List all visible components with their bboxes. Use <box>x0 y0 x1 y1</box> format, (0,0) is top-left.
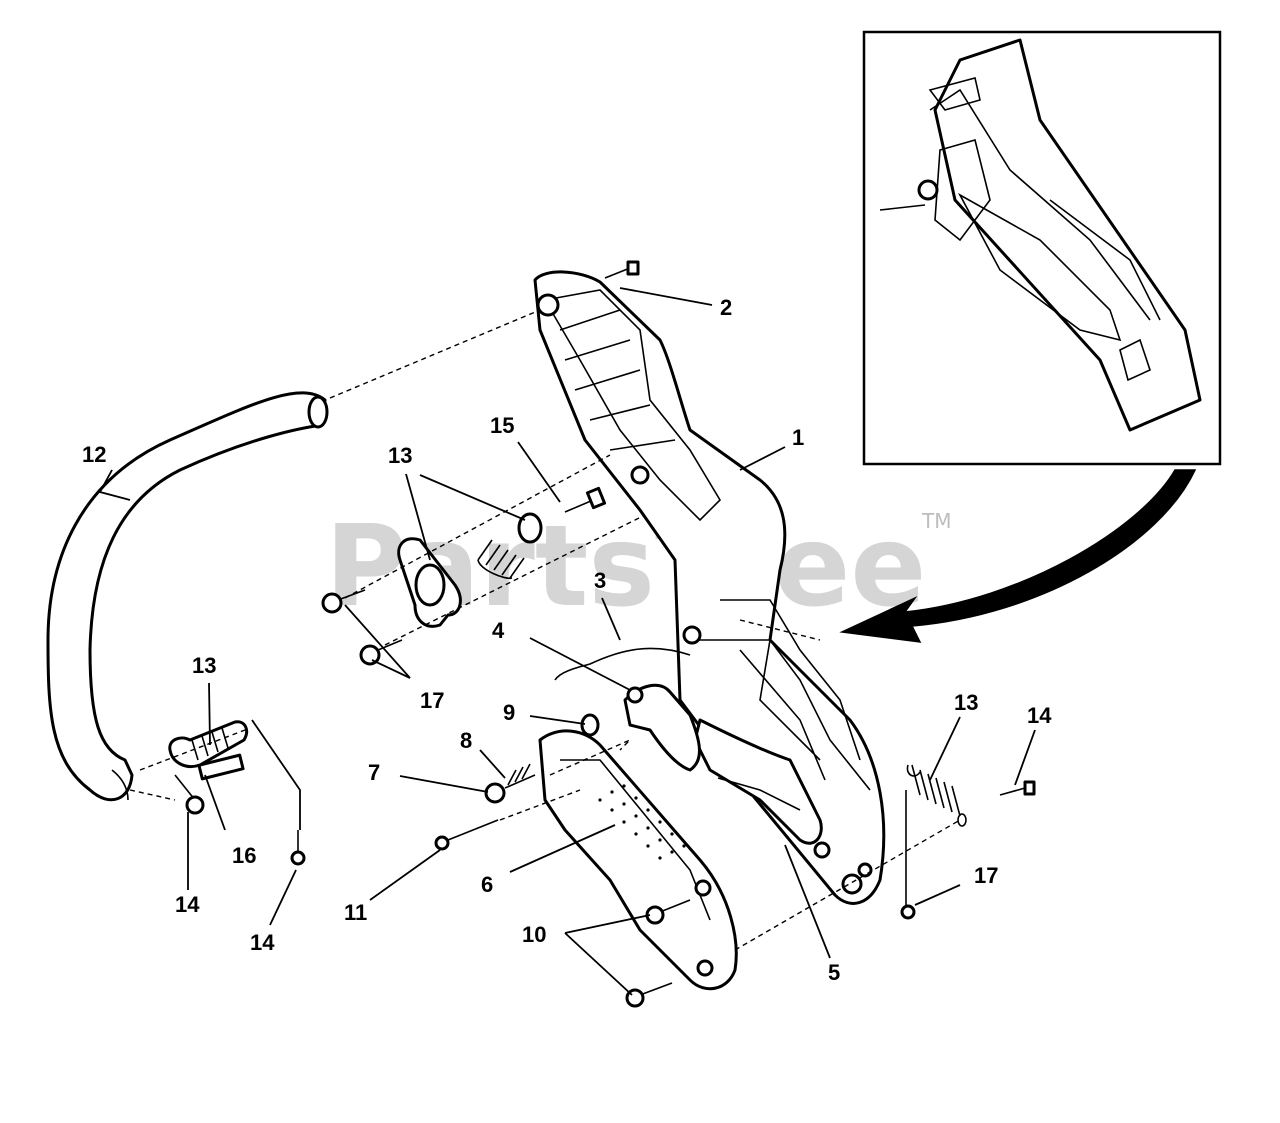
callout-14-mid: 14 <box>250 930 275 955</box>
callout-17-left: 17 <box>420 688 444 713</box>
screw-14-right <box>999 780 1036 796</box>
callout-5: 5 <box>828 960 840 985</box>
callout-16: 16 <box>232 843 256 868</box>
inset-detail <box>862 30 1222 466</box>
screw-11 <box>434 819 499 851</box>
callout-11: 11 <box>344 900 367 925</box>
callout-8: 8 <box>460 728 472 753</box>
direction-arrow <box>839 469 1197 643</box>
screw-10-lower <box>625 982 673 1008</box>
screws <box>174 260 1036 1008</box>
callout-6: 6 <box>481 872 493 897</box>
alignment-lines <box>129 309 961 951</box>
callout-17-right: 17 <box>974 863 998 888</box>
screw-17-lower <box>359 639 403 666</box>
callout-15: 15 <box>490 413 514 438</box>
callout-9: 9 <box>503 700 515 725</box>
rear-handle-housing <box>533 270 886 905</box>
watermark-trademark: TM <box>921 509 951 533</box>
throttle-lock <box>623 683 701 772</box>
callout-13-upper: 13 <box>388 443 412 468</box>
callout-2: 2 <box>720 295 732 320</box>
trigger <box>693 718 831 859</box>
callout-13-left: 13 <box>192 653 216 678</box>
callout-1: 1 <box>792 425 804 450</box>
screw-14-mid <box>290 830 306 866</box>
screw-14-left <box>174 774 205 815</box>
callout-7: 7 <box>368 760 380 785</box>
screw-17-right <box>900 790 916 920</box>
callout-12: 12 <box>82 442 106 467</box>
screw-17-upper <box>321 589 366 614</box>
callout-10: 10 <box>522 922 546 947</box>
washer-9 <box>580 713 600 737</box>
screw-2 <box>604 260 640 279</box>
callout-3: 3 <box>594 568 606 593</box>
front-handle-bar <box>46 391 329 802</box>
callout-14-right: 14 <box>1027 703 1052 728</box>
leader-lines <box>98 287 1036 996</box>
handle-cover <box>538 729 738 991</box>
callout-14-left: 14 <box>175 892 200 917</box>
tension-spring-right <box>906 764 967 827</box>
callout-13-right: 13 <box>954 690 978 715</box>
callout-labels: 2 1 12 13 15 3 4 17 9 8 7 13 16 14 14 11… <box>82 295 1052 985</box>
spring-16-assembly <box>168 720 249 781</box>
spring-8 <box>507 763 531 786</box>
bolt-7 <box>484 774 536 804</box>
spring-wire <box>554 647 691 681</box>
callout-4: 4 <box>492 618 505 643</box>
